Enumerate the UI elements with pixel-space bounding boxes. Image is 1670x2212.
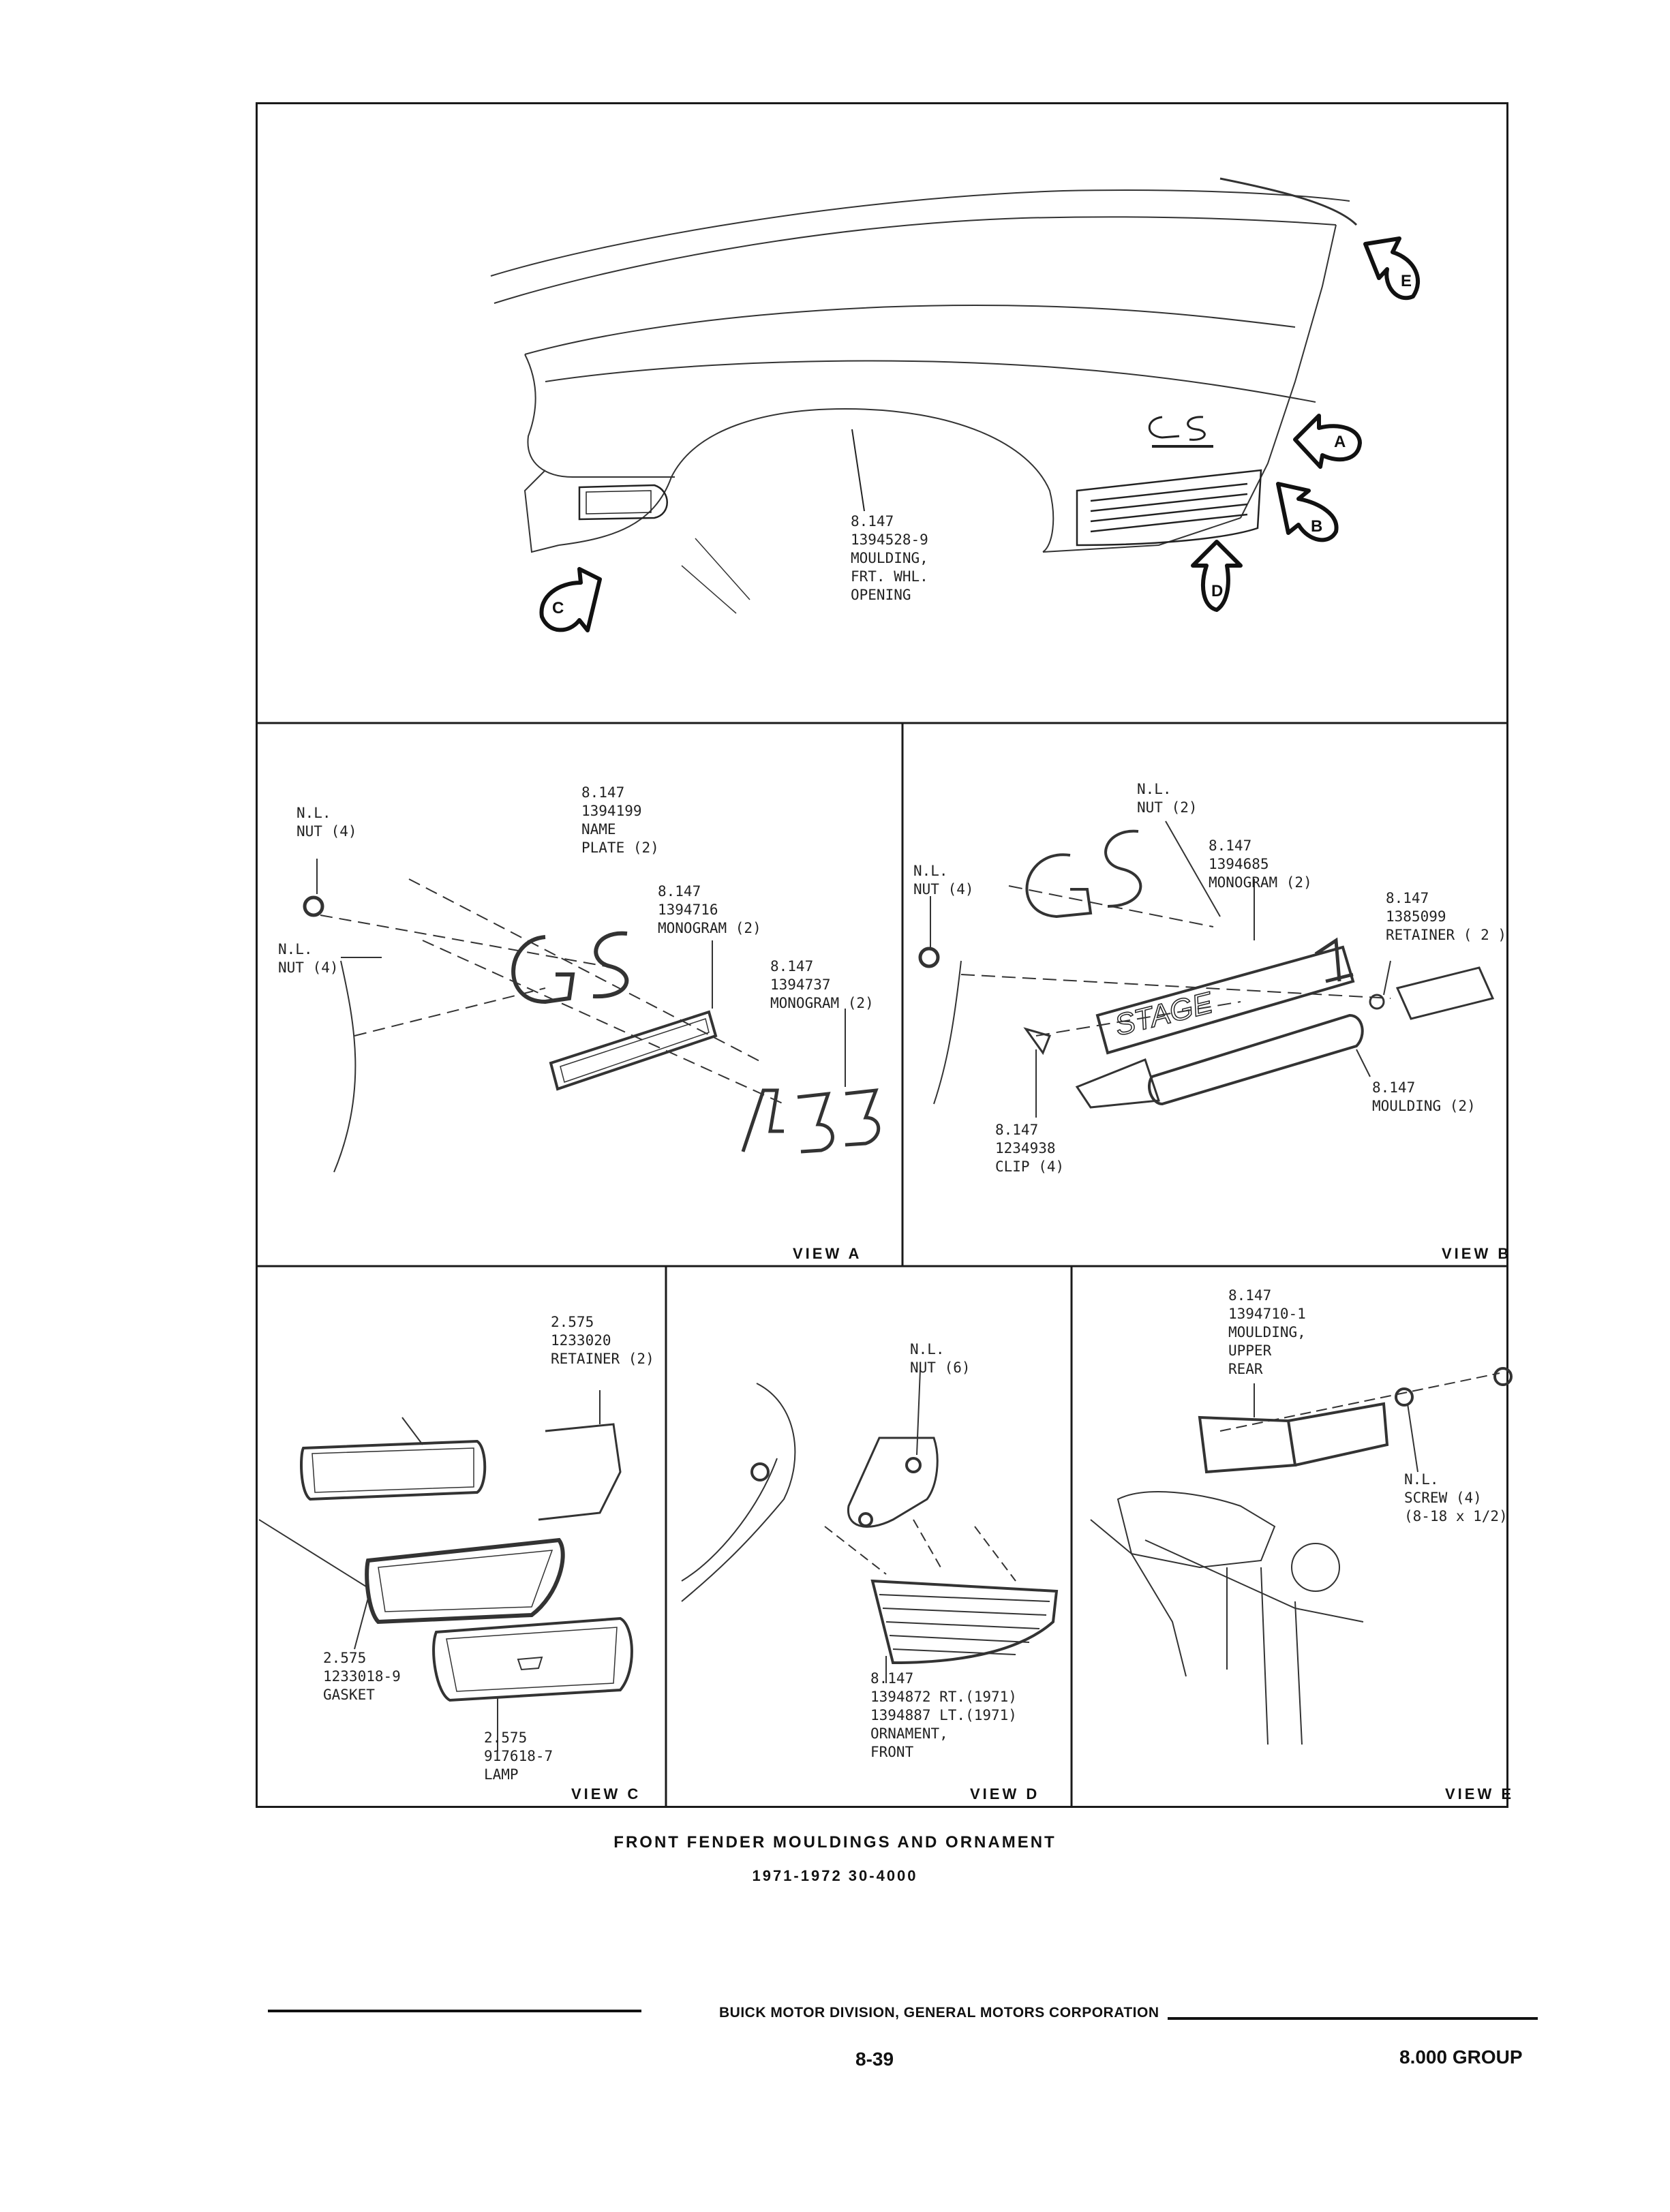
label-view-d-nut: N.L. NUT (6) [910, 1341, 971, 1376]
label-view-b-moulding: 8.147 MOULDING (2) [1372, 1079, 1476, 1114]
callout-arrow-c-icon: C [539, 567, 602, 632]
view-e-title: VIEW E [1445, 1785, 1515, 1802]
callout-e: E [1360, 232, 1435, 307]
front-ornament-main [1076, 469, 1262, 547]
view-a-title: VIEW A [793, 1245, 862, 1262]
label-view-d-ornament: 8.147 1394872 RT.(1971) 1394887 LT.(1971… [870, 1670, 1017, 1760]
label-view-b-clip: 8.147 1234938 CLIP (4) [995, 1122, 1065, 1175]
view-c-drawing [258, 1390, 633, 1751]
label-view-b-retainer: 8.147 1385099 RETAINER ( 2 ) [1386, 890, 1507, 943]
callout-a-letter: A [1334, 433, 1346, 451]
label-view-b-nut-left: N.L. NUT (4) [913, 863, 974, 897]
callout-arrow-d-icon: D [1191, 540, 1243, 612]
label-view-b-nut-top: N.L. NUT (2) [1137, 781, 1198, 816]
label-view-e-moulding: 8.147 1394710-1 MOULDING, UPPER REAR [1228, 1287, 1306, 1377]
callout-arrow-e-icon: E [1363, 236, 1421, 301]
callout-c-letter: C [552, 599, 564, 617]
footer-page-number: 8-39 [855, 2048, 894, 2070]
callout-e-letter: E [1401, 272, 1412, 290]
footer-division: BUICK MOTOR DIVISION, GENERAL MOTORS COR… [719, 2005, 1159, 2021]
label-moulding-frt-whl-opening: 8.147 1394528-9 MOULDING, FRT. WHL. OPEN… [851, 513, 928, 603]
footer-rule-right [1168, 2017, 1538, 2020]
label-view-b-monogram: 8.147 1394685 MONOGRAM (2) [1209, 838, 1312, 891]
label-view-c-retainer: 2.575 1233020 RETAINER (2) [551, 1314, 654, 1367]
view-a-drawing [303, 859, 881, 1173]
footer-group: 8.000 GROUP [1399, 2046, 1523, 2068]
fender-drawing [490, 177, 1358, 614]
label-view-e-screw: N.L. SCREW (4) (8-18 x 1/2) [1404, 1471, 1508, 1524]
callout-b: B [1271, 477, 1346, 552]
view-b-title: VIEW B [1442, 1245, 1512, 1262]
label-view-a-monogram-1: 8.147 1394716 MONOGRAM (2) [658, 883, 761, 936]
figure-caption-subtitle: 1971-1972 30-4000 [752, 1867, 918, 1884]
label-view-c-gasket: 2.575 1233018-9 GASKET [323, 1650, 401, 1703]
callout-b-letter: B [1311, 517, 1322, 536]
footer-rule-left [268, 2010, 641, 2012]
callout-arrow-a-icon: A [1293, 414, 1362, 469]
view-d-title: VIEW D [970, 1785, 1040, 1802]
callout-d: D [1179, 538, 1254, 613]
callout-arrow-b-icon: B [1276, 482, 1339, 542]
leader-moulding [851, 429, 865, 512]
callout-d-letter: D [1211, 582, 1223, 600]
view-e-drawing [1090, 1367, 1513, 1745]
diagram-frame [256, 102, 1508, 1808]
callout-c: C [532, 566, 607, 641]
label-view-a-name-plate: 8.147 1394199 NAME PLATE (2) [581, 784, 659, 856]
view-c-title: VIEW C [571, 1785, 641, 1802]
marker-lamp-main [578, 484, 668, 521]
label-view-a-nut-lower: N.L. NUT (4) [278, 941, 339, 976]
figure-caption-title: FRONT FENDER MOULDINGS AND ORNAMENT [613, 1833, 1057, 1852]
view-d-drawing [681, 1369, 1059, 1683]
gs-emblem-main [1148, 416, 1213, 448]
label-view-a-monogram-2: 8.147 1394737 MONOGRAM (2) [770, 958, 874, 1011]
view-b-drawing: STAGE [918, 820, 1495, 1118]
label-view-a-nut-upper: N.L. NUT (4) [297, 805, 357, 840]
label-view-c-lamp: 2.575 917618-7 LAMP [484, 1730, 553, 1783]
callout-a: A [1292, 402, 1367, 477]
